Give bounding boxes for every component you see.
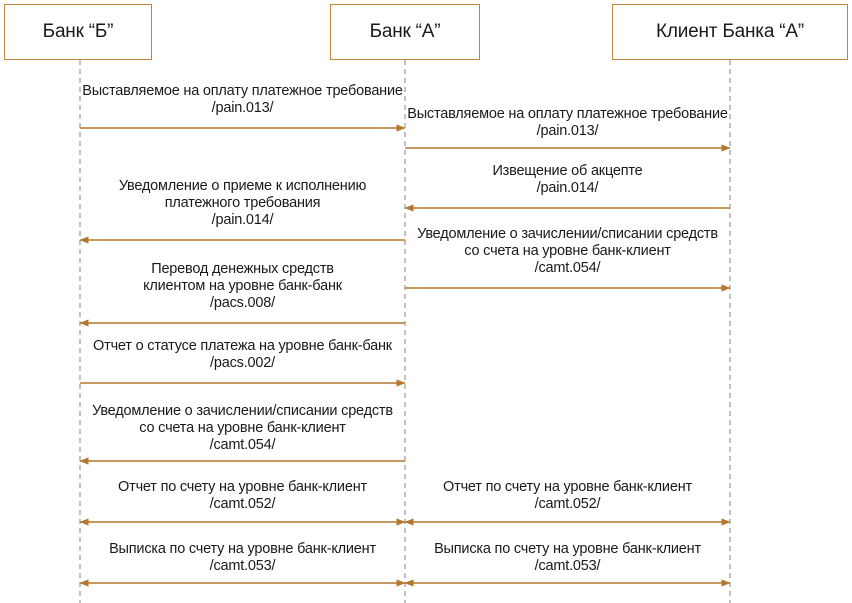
- message-label-line: Отчет по счету на уровне банк-клиент: [443, 479, 692, 495]
- message-label-line: /pacs.008/: [210, 295, 275, 311]
- message-label-line: Уведомление о приеме к исполнению: [118, 178, 367, 194]
- message-label: Отчет по счету на уровне банк-клиент/cam…: [443, 479, 692, 513]
- message-label: Извещение об акцепте/pain.014/: [492, 163, 642, 197]
- message-label-line: /camt.053/: [209, 558, 276, 574]
- message-label-line: /pacs.002/: [210, 355, 275, 371]
- message-label-line: платежного требования: [164, 195, 321, 211]
- message-label-line: /camt.053/: [534, 558, 601, 574]
- message-label-line: Выписка по счету на уровне банк-клиент: [434, 541, 701, 557]
- message-label-line: Перевод денежных средств: [151, 261, 334, 277]
- actor-bank-a: Банк “А”: [330, 4, 480, 60]
- message-label-line: /camt.052/: [534, 496, 601, 512]
- message-label-line: Уведомление о зачислении/списании средст…: [92, 403, 393, 419]
- message-label: Выставляемое на оплату платежное требова…: [407, 106, 728, 140]
- message-label-line: со счета на уровне банк-клиент: [464, 243, 671, 259]
- message-label-line: Отчет по счету на уровне банк-клиент: [118, 479, 367, 495]
- message-label-line: /camt.054/: [534, 260, 601, 276]
- message-label-line: Уведомление о зачислении/списании средст…: [417, 226, 718, 242]
- message-label-line: Извещение об акцепте: [492, 163, 643, 179]
- message-label: Отчет о статусе платежа на уровне банк-б…: [93, 338, 392, 372]
- message-label-line: Выставляемое на оплату платежное требова…: [407, 106, 728, 122]
- message-label: Отчет по счету на уровне банк-клиент/cam…: [118, 479, 367, 513]
- message-label-line: /pain.013/: [536, 123, 599, 139]
- actor-client-bank-a: Клиент Банка “А”: [612, 4, 848, 60]
- message-label: Уведомление о зачислении/списании средст…: [417, 226, 718, 277]
- message-label-line: Выписка по счету на уровне банк-клиент: [109, 541, 376, 557]
- message-label-line: /pain.013/: [211, 100, 274, 116]
- message-label-line: со счета на уровне банк-клиент: [139, 420, 346, 436]
- message-label-line: клиентом на уровне банк-банк: [143, 278, 342, 294]
- message-label-line: /camt.052/: [209, 496, 276, 512]
- message-label-line: /camt.054/: [209, 437, 276, 453]
- message-label: Выписка по счету на уровне банк-клиент/c…: [434, 541, 701, 575]
- message-label-line: /pain.014/: [536, 180, 599, 196]
- message-label-line: Отчет о статусе платежа на уровне банк-б…: [93, 338, 392, 354]
- message-label-line: Выставляемое на оплату платежное требова…: [82, 83, 403, 99]
- message-label: Уведомление о зачислении/списании средст…: [92, 403, 393, 454]
- actor-bank-b: Банк “Б”: [4, 4, 152, 60]
- message-label: Выписка по счету на уровне банк-клиент/c…: [109, 541, 376, 575]
- message-label-line: /pain.014/: [211, 212, 274, 228]
- message-label: Выставляемое на оплату платежное требова…: [82, 83, 403, 117]
